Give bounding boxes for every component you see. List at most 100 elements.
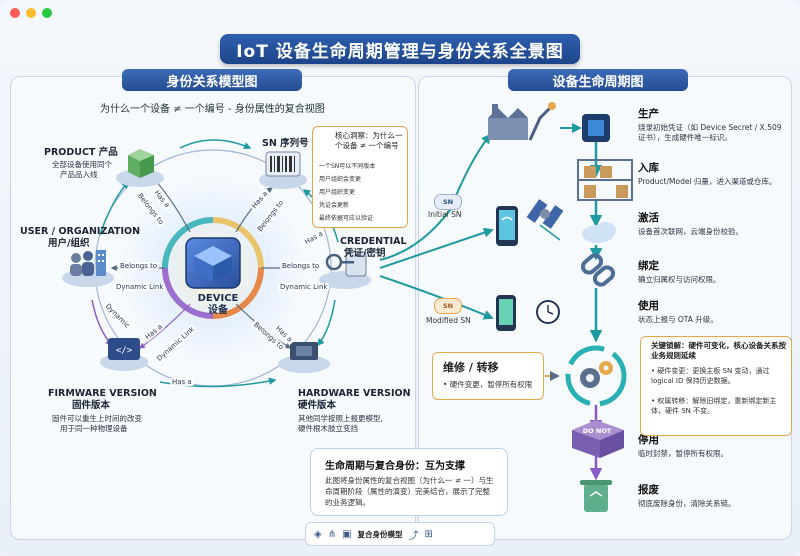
device-label-cn: 设备	[208, 305, 228, 316]
summary-desc: 此图将身份属性的复合视图（为什么一 ≠ 一）与生命周期阶段（属性的演变）完美结合…	[325, 476, 494, 507]
barcode-icon	[259, 151, 307, 189]
identity-subtitle: 为什么一个设备 ≠ 一个编号 - 身份属性的复合视图	[100, 104, 325, 115]
tree-icon[interactable]: ⋔	[327, 528, 337, 540]
stage-disable-title: 停用	[638, 434, 659, 446]
do-not-label: DO NOT	[582, 427, 612, 435]
minimize-window-button[interactable]	[26, 8, 36, 18]
insight-box: 核心洞察：为什么一个设备 ≠ 一个编号 一个SN可以不同版本 用户组织会变更 用…	[312, 126, 408, 228]
phone-watch-icon	[496, 295, 560, 331]
key-insight-box: 关键锁解：硬件可变化，核心设备关系按业务规则延续 • 硬件变更：更换主板 SN …	[640, 336, 792, 436]
stage-scrap-title: 报废	[638, 484, 659, 496]
repair-desc: • 硬件变更，暂停所有权限	[443, 380, 533, 389]
stage-usage-title: 使用	[638, 300, 659, 312]
insight-item: 最终依据可应以验证	[319, 215, 374, 222]
stage-binding-title: 绑定	[638, 260, 659, 272]
hardware-desc-1: 其他同学按照上报更模型,	[298, 414, 383, 423]
device-chip-icon	[582, 114, 610, 142]
device-cube-icon	[185, 237, 241, 289]
hardware-title-1: HARDWARE VERSION	[298, 388, 411, 399]
bottom-toolbar: ◈ ⋔ ▣ 复合身份模型 ⤴ ⊞	[305, 522, 495, 546]
edge-label-credential-dynamic: Dynamic Link	[278, 283, 330, 291]
modified-sn-label: Modified SN	[426, 316, 471, 325]
insight-item: 用户组织会变更	[319, 176, 362, 183]
inner-ring-purple	[162, 267, 214, 319]
product-desc-1: 全部设备使用同个	[52, 160, 112, 169]
users-icon	[62, 250, 114, 287]
stage-production-title: 生产	[638, 108, 659, 120]
grid-icon[interactable]: ⊞	[424, 528, 433, 540]
product-box-icon	[116, 149, 164, 187]
summary-title: 生命周期与复合身份：互为支撑	[325, 461, 465, 472]
cloud-icon	[582, 222, 616, 243]
repair-title: 维修 / 转移	[443, 361, 499, 374]
layers-icon[interactable]: ◈	[314, 528, 322, 540]
summary-box: 生命周期与复合身份：互为支撑 此图将身份属性的复合视图（为什么一 ≠ 一）与生命…	[310, 448, 508, 516]
hardware-title-2: 硬件版本	[298, 400, 337, 411]
phone-wifi-icon	[496, 206, 518, 246]
inner-ring-orange	[212, 267, 264, 319]
edge-user-product	[99, 180, 129, 236]
edge-credential-hardware	[317, 299, 336, 347]
hardware-desc-2: 硬件根木肢立变挡	[298, 424, 358, 433]
stage-disable-desc: 临时封禁，暂停所有权限。	[638, 449, 728, 458]
stage-binding-desc: 确立归属权与访问权限。	[638, 275, 721, 284]
device-label-en: DEVICE	[197, 293, 239, 304]
sn-badge-initial: SN	[434, 194, 462, 210]
device-center-label: DEVICE 设备	[178, 293, 258, 317]
firmware-desc-1: 固件可以重生上时间的改变	[52, 414, 142, 423]
initial-sn-label: Initial SN	[428, 210, 462, 219]
svg-text:</>: </>	[116, 346, 133, 356]
edge-product-sn	[179, 139, 252, 150]
stage-production-desc: 烧录初始凭证（如 Device Secret / X.509 证书），生成硬件唯…	[638, 123, 782, 142]
lifecycle-panel-title: 设备生命周期图	[508, 69, 688, 91]
edge-to-initial-sn	[379, 227, 494, 269]
inner-ring-teal	[162, 217, 214, 269]
firmware-code-icon: </>	[100, 338, 148, 371]
sn-title: SN 序列号	[262, 138, 309, 149]
credential-title-1: CREDENTIAL	[340, 236, 407, 247]
disabled-device-icon	[572, 420, 624, 458]
satellite-icon	[526, 199, 564, 229]
repair-transfer-box: 维修 / 转移 • 硬件变更，暂停所有权限	[432, 352, 544, 400]
firmware-title-1: FIRMWARE VERSION	[48, 388, 157, 399]
insight-item: 凭证会更新	[319, 202, 350, 209]
product-title: PRODUCT 产品	[44, 147, 118, 158]
chain-link-icon	[580, 253, 616, 287]
edge-label-bottom-hasa: Has a	[170, 378, 194, 386]
main-title: IoT 设备生命周期管理与身份关系全景图	[220, 34, 580, 64]
refresh-gears-icon	[565, 345, 627, 407]
stage-storage-desc: Product/Model 归量，进入渠道或仓库。	[638, 177, 777, 186]
edge-label-credential-belongs: Belongs to	[280, 262, 322, 270]
edge-firmware	[139, 303, 191, 349]
insight-item: 用户组织变更	[319, 189, 356, 196]
edge-label-user-belongs: Belongs to	[118, 262, 160, 270]
insight-title: 核心洞察：为什么一个设备 ≠ 一个编号	[335, 131, 403, 150]
factory-icon	[488, 102, 556, 141]
stage-activation-desc: 设备首次联网，云端身份校验。	[638, 227, 743, 236]
credential-title-2: 凭证/密钥	[344, 248, 386, 259]
key-icon	[319, 251, 371, 289]
insight-item: 一个SN可以不同版本	[319, 163, 376, 170]
edge-to-production	[379, 133, 492, 261]
key-insight-item-1: • 硬件变更：更换主板 SN 变动，通过 logical ID 保持历史数据。	[651, 367, 770, 385]
stage-activation-title: 激活	[638, 212, 659, 224]
hardware-chip-icon	[278, 342, 330, 373]
share-icon[interactable]: ⤴	[408, 530, 419, 542]
warehouse-shelf-icon	[577, 159, 633, 201]
close-window-button[interactable]	[10, 8, 20, 18]
toolbar-label[interactable]: 复合身份模型	[357, 529, 403, 539]
edge-label-user-dynamic: Dynamic Link	[114, 283, 166, 291]
user-title-2: 用户/组织	[48, 238, 90, 249]
cube-icon[interactable]: ▣	[342, 528, 352, 540]
key-insight-title: 关键锁解：硬件可变化，核心设备关系按业务规则延续	[651, 341, 786, 360]
stage-storage-title: 入库	[638, 162, 659, 174]
firmware-title-2: 固件版本	[72, 400, 111, 411]
product-desc-2: 产品品入线	[60, 170, 98, 179]
maximize-window-button[interactable]	[42, 8, 52, 18]
firmware-desc-2: 用于同一种物理设备	[60, 424, 128, 433]
key-insight-item-2: • 权属转移：解除旧绑定，重新绑定新主体，硬件 SN 不变。	[651, 397, 777, 415]
stage-usage-desc: 状态上报与 OTA 升级。	[638, 315, 718, 324]
stage-scrap-desc: 彻底废除身份，清除关系链。	[638, 499, 736, 508]
user-title-1: USER / ORGANIZATION	[20, 226, 141, 237]
